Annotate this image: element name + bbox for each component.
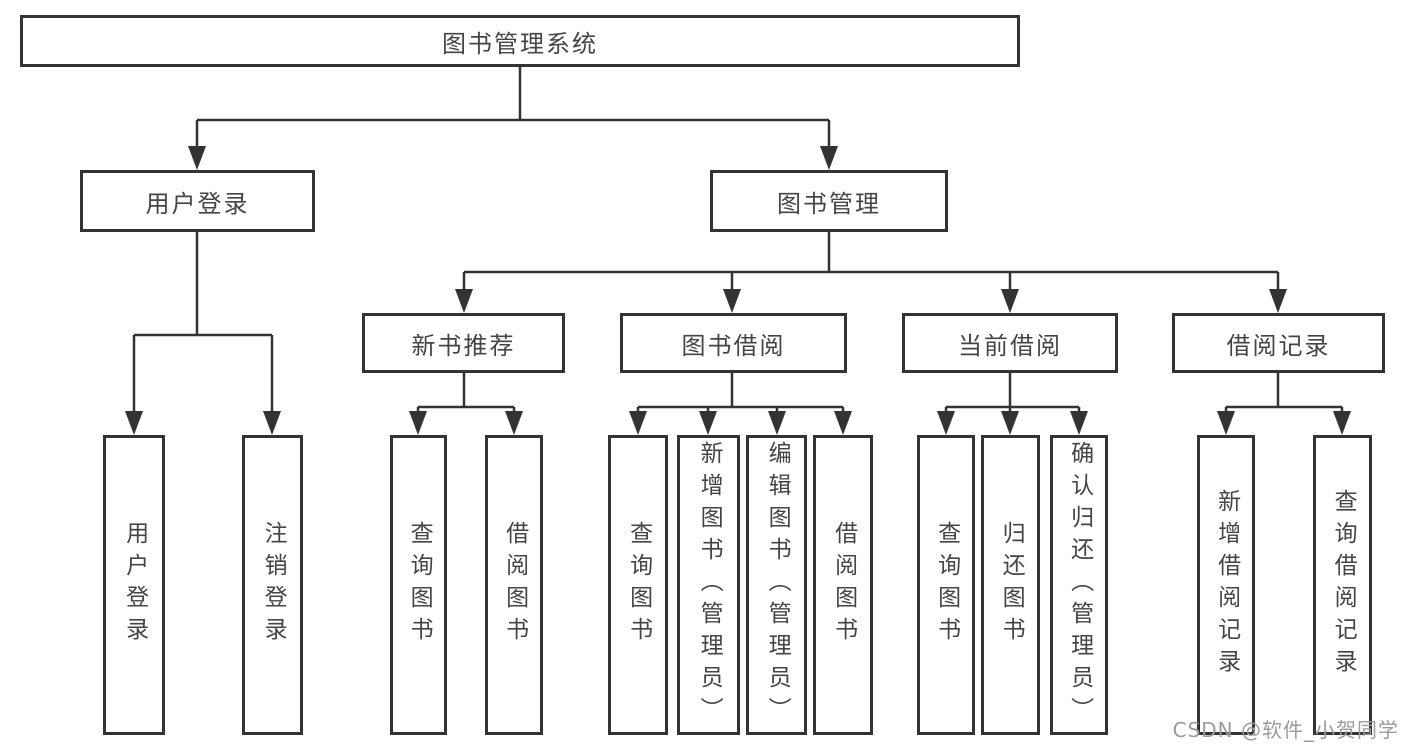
leaf-label: 归还图书 xyxy=(998,521,1025,649)
node-book-management: 图书管理 xyxy=(710,170,948,232)
arrow-down-icon xyxy=(1001,411,1019,435)
leaf-borrow-borrow-books: 借阅图书 xyxy=(813,435,873,735)
leaf-label: 用户登录 xyxy=(121,521,148,649)
leaf-current-return-books: 归还图书 xyxy=(981,435,1040,735)
leaf-records-add-record: 新增借阅记录 xyxy=(1197,435,1255,735)
watermark: CSDN @软件_小贺同学 xyxy=(1172,718,1399,742)
arrow-down-icon xyxy=(820,146,838,170)
leaf-label: 注销登录 xyxy=(260,521,287,649)
leaf-current-confirm-return-admin: 确认归还（管理员） xyxy=(1050,435,1108,735)
leaf-records-query-record: 查询借阅记录 xyxy=(1313,435,1372,735)
leaf-label: 查询借阅记录 xyxy=(1330,489,1357,681)
arrow-down-icon xyxy=(263,411,281,435)
arrow-down-icon xyxy=(125,411,143,435)
arrow-down-icon xyxy=(1001,289,1019,313)
arrowheads xyxy=(125,146,1351,435)
node-book-borrowing: 图书借阅 xyxy=(620,313,847,373)
leaf-label: 查询图书 xyxy=(406,521,433,649)
leaf-borrow-add-book-admin: 新增图书（管理员） xyxy=(677,435,740,735)
arrow-down-icon xyxy=(455,289,473,313)
arrow-down-icon xyxy=(834,411,852,435)
leaf-newbook-query-books: 查询图书 xyxy=(390,435,447,735)
leaf-label: 借阅图书 xyxy=(830,521,857,649)
arrow-down-icon xyxy=(699,411,717,435)
node-new-book-recommend: 新书推荐 xyxy=(362,313,565,373)
leaf-label: 新增图书（管理员） xyxy=(696,441,723,729)
leaf-borrow-query-books: 查询图书 xyxy=(608,435,668,735)
node-root: 图书管理系统 xyxy=(20,15,1020,67)
arrow-down-icon xyxy=(937,411,955,435)
arrow-down-icon xyxy=(1070,411,1088,435)
leaf-label: 查询图书 xyxy=(933,521,960,649)
leaf-label: 查询图书 xyxy=(625,521,652,649)
leaf-label: 编辑图书（管理员） xyxy=(764,441,791,729)
leaf-label: 新增借阅记录 xyxy=(1213,489,1240,681)
arrow-down-icon xyxy=(629,411,647,435)
arrow-down-icon xyxy=(409,411,427,435)
leaf-newbook-borrow-books: 借阅图书 xyxy=(485,435,543,735)
leaf-label: 借阅图书 xyxy=(501,521,528,649)
arrow-down-icon xyxy=(1217,411,1235,435)
arrow-down-icon xyxy=(505,411,523,435)
arrow-down-icon xyxy=(1333,411,1351,435)
leaf-borrow-edit-book-admin: 编辑图书（管理员） xyxy=(746,435,807,735)
leaf-user-login: 用户登录 xyxy=(103,435,165,735)
node-borrowing-records: 借阅记录 xyxy=(1172,313,1385,373)
leaf-current-query-books: 查询图书 xyxy=(917,435,975,735)
arrow-down-icon xyxy=(1269,289,1287,313)
node-user-login: 用户登录 xyxy=(80,170,315,232)
leaf-logout: 注销登录 xyxy=(242,435,303,735)
leaf-label: 确认归还（管理员） xyxy=(1066,441,1093,729)
node-current-borrowing: 当前借阅 xyxy=(902,313,1118,373)
arrow-down-icon xyxy=(723,289,741,313)
arrow-down-icon xyxy=(188,146,206,170)
arrow-down-icon xyxy=(768,411,786,435)
